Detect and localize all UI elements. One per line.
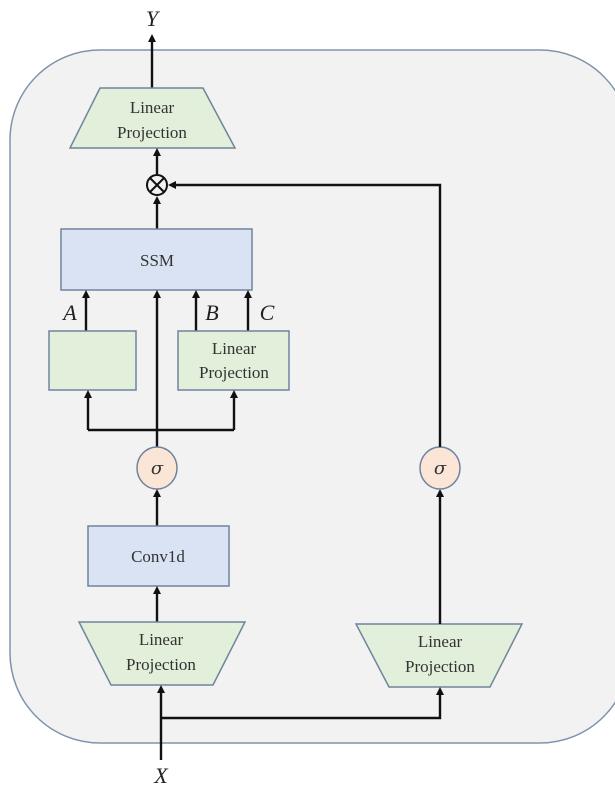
- left-linear-projection: Linear Projection: [77, 621, 247, 686]
- left-projection-line1: Linear: [139, 630, 184, 649]
- param-c-label: C: [260, 300, 275, 325]
- left-projection-line2: Projection: [126, 655, 196, 674]
- right-sigma-label: σ: [434, 458, 447, 479]
- gate-to-multiply-arrow: [168, 181, 442, 447]
- ssm-label: SSM: [140, 251, 174, 270]
- top-projection-line1: Linear: [130, 98, 175, 117]
- left-sigma-label: σ: [151, 458, 164, 479]
- top-linear-projection: Linear Projection: [68, 87, 237, 149]
- multiply-icon: [146, 174, 168, 196]
- top-projection-line2: Projection: [117, 123, 187, 142]
- ssm-block: SSM: [60, 228, 253, 291]
- right-projection-line1: Linear: [418, 632, 463, 651]
- param-a-label: A: [61, 300, 77, 325]
- output-label: Y: [146, 6, 161, 31]
- param-b-label: B: [205, 300, 218, 325]
- left-activation: σ: [136, 446, 178, 490]
- bc-projection-line2: Projection: [199, 363, 269, 382]
- right-activation: σ: [419, 446, 461, 490]
- conv-label: Conv1d: [131, 547, 185, 566]
- a-parameter-block: [48, 330, 137, 391]
- bc-linear-projection: Linear Projection: [177, 330, 290, 391]
- right-projection-line2: Projection: [405, 657, 475, 676]
- bc-projection-line1: Linear: [212, 339, 257, 358]
- input-to-right-projection-arrow: [161, 687, 444, 720]
- conv1d-block: Conv1d: [87, 525, 230, 587]
- input-label: X: [153, 763, 169, 788]
- right-linear-projection: Linear Projection: [354, 623, 524, 688]
